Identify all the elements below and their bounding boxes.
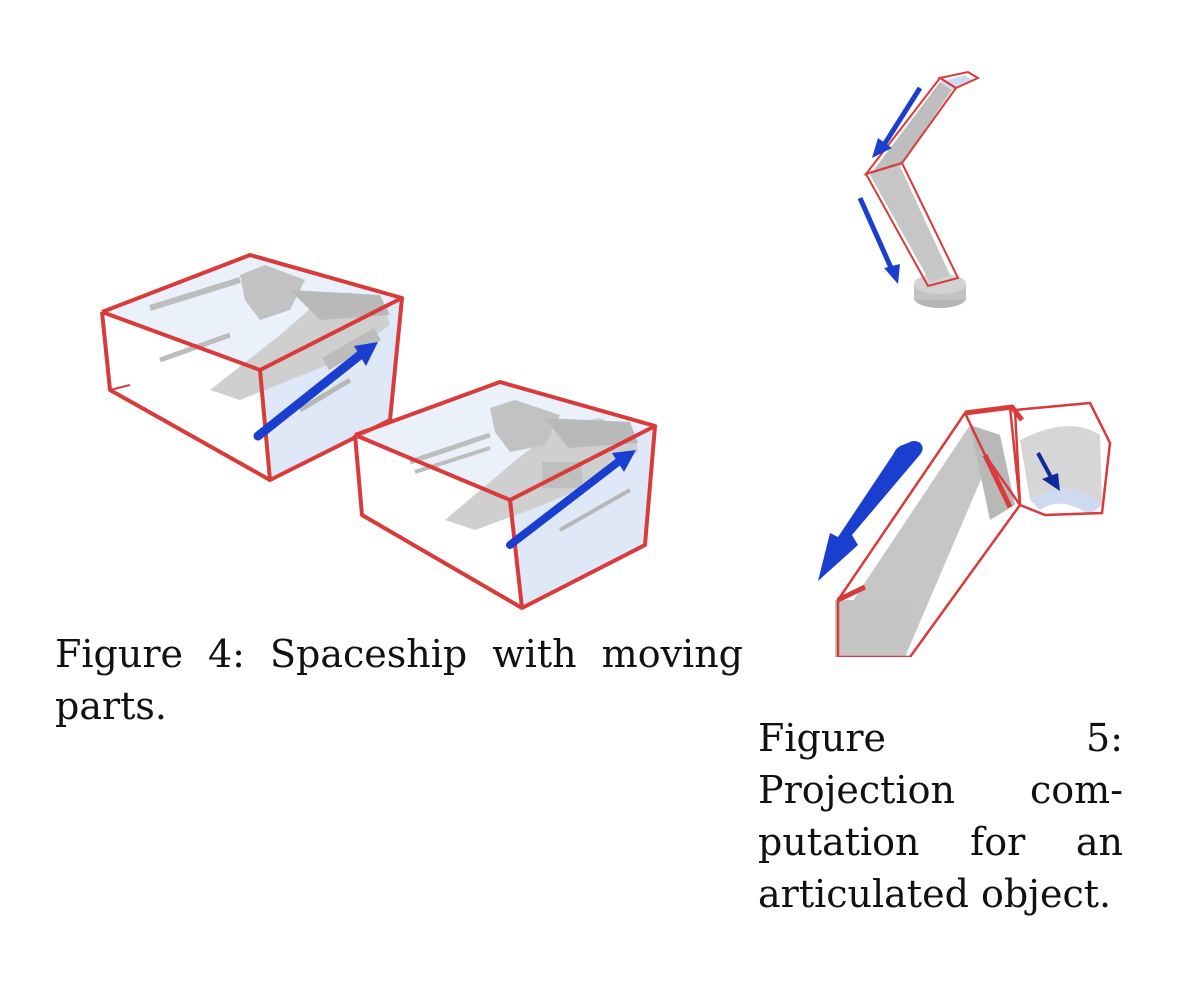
figure-5-illustration-bottom bbox=[818, 401, 1112, 657]
arm-small-boxes bbox=[863, 70, 981, 288]
arrow-1 bbox=[253, 342, 378, 441]
figure-4-caption: Figure 4: Spaceship with moving parts. bbox=[55, 628, 743, 732]
figure-5-caption-line-2: Projection com- bbox=[758, 768, 1123, 812]
articulated-arm-closeup bbox=[835, 425, 1102, 657]
arm-closeup-boxes bbox=[836, 401, 1112, 657]
spaceship-2-group bbox=[353, 380, 657, 610]
arm-small-arrows bbox=[857, 86, 923, 284]
figure-4-illustration bbox=[100, 253, 657, 610]
arm-closeup-arrows bbox=[818, 440, 1060, 581]
figure-5-illustration-top bbox=[857, 70, 981, 308]
figure-4-caption-line-2: parts. bbox=[55, 684, 167, 728]
figure-5-caption-line-3: putation for an bbox=[758, 820, 1123, 864]
figure-5-caption-line-4: articulated object. bbox=[758, 872, 1112, 916]
figure-4-caption-line-1: Figure 4: Spaceship with moving bbox=[55, 632, 743, 676]
figure-5-caption: Figure 5: Projection com- putation for a… bbox=[758, 712, 1123, 920]
box-2-edges bbox=[353, 380, 657, 610]
spaceship-2-model bbox=[409, 400, 638, 532]
figure-5-caption-line-1: Figure 5: bbox=[758, 716, 1123, 760]
arrow-2 bbox=[506, 450, 636, 549]
spaceship-1-model bbox=[149, 265, 390, 413]
spaceship-1-group bbox=[100, 253, 404, 482]
